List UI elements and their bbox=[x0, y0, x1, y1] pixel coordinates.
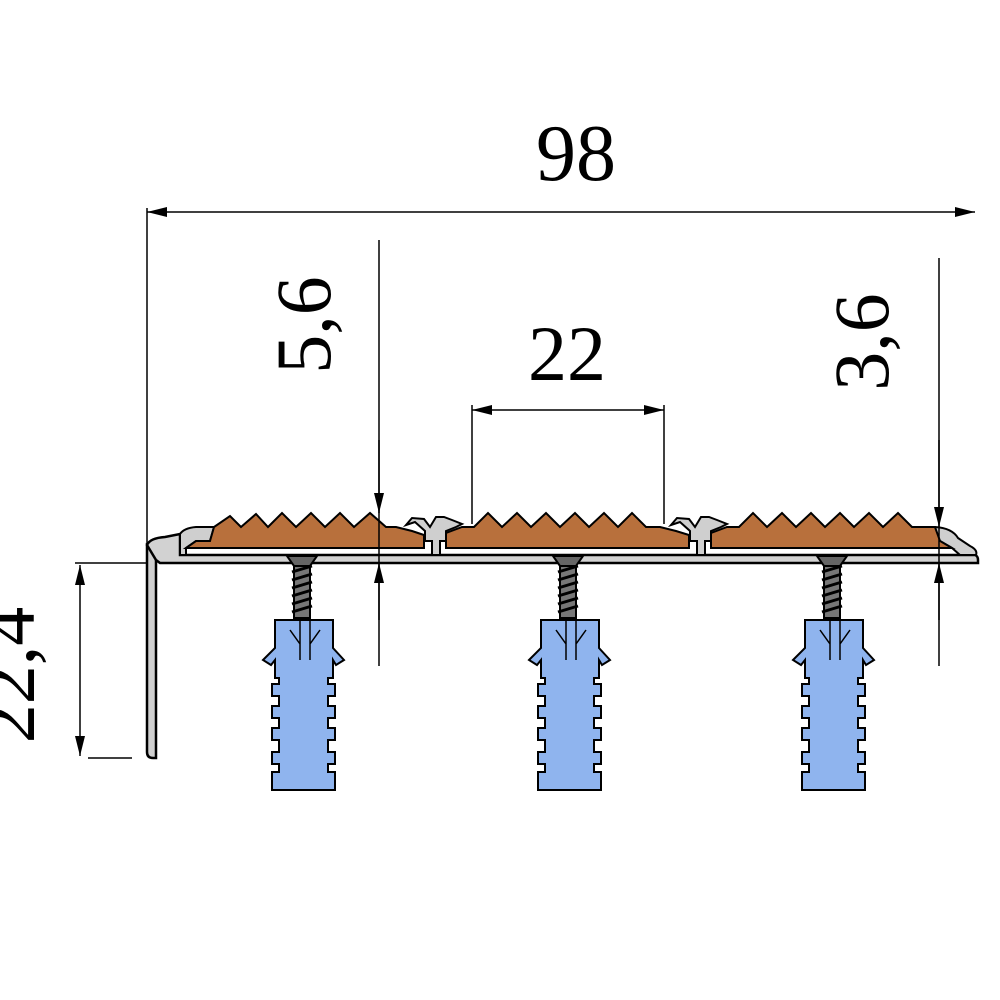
aluminum-step-profile bbox=[145, 516, 980, 760]
groove-spacing-label: 22 bbox=[528, 310, 606, 397]
screw bbox=[285, 555, 319, 619]
overall-width-label: 98 bbox=[536, 110, 616, 198]
rubber-insert-2 bbox=[445, 511, 690, 549]
dowel bbox=[791, 619, 876, 791]
rubber-insert-3 bbox=[710, 511, 956, 549]
profile-divider-1 bbox=[402, 516, 465, 556]
screw bbox=[551, 555, 585, 619]
profile-divider-2 bbox=[667, 516, 730, 556]
profile-height-label: 22,4 bbox=[0, 607, 51, 744]
fastener-left bbox=[261, 555, 346, 791]
fastener-right bbox=[791, 555, 876, 791]
screw bbox=[815, 555, 849, 619]
profile-right-lip bbox=[934, 525, 978, 556]
dowel bbox=[261, 619, 346, 791]
fastener-middle bbox=[527, 555, 612, 791]
profile-nose-leg bbox=[145, 542, 162, 760]
dimension-overall-width: 98 bbox=[146, 110, 975, 545]
anti-slip-rubber-inserts bbox=[182, 511, 956, 549]
dimension-right-insert-height: 3,6 bbox=[818, 258, 944, 666]
right-insert-height-label: 3,6 bbox=[818, 293, 905, 391]
dowel bbox=[527, 619, 612, 791]
dimension-left-insert-height: 5,6 bbox=[260, 240, 384, 666]
dimension-groove-spacing: 22 bbox=[471, 310, 665, 524]
dimension-profile-height: 22,4 bbox=[0, 562, 147, 759]
left-insert-height-label: 5,6 bbox=[260, 276, 347, 374]
rubber-insert-1 bbox=[182, 511, 425, 549]
